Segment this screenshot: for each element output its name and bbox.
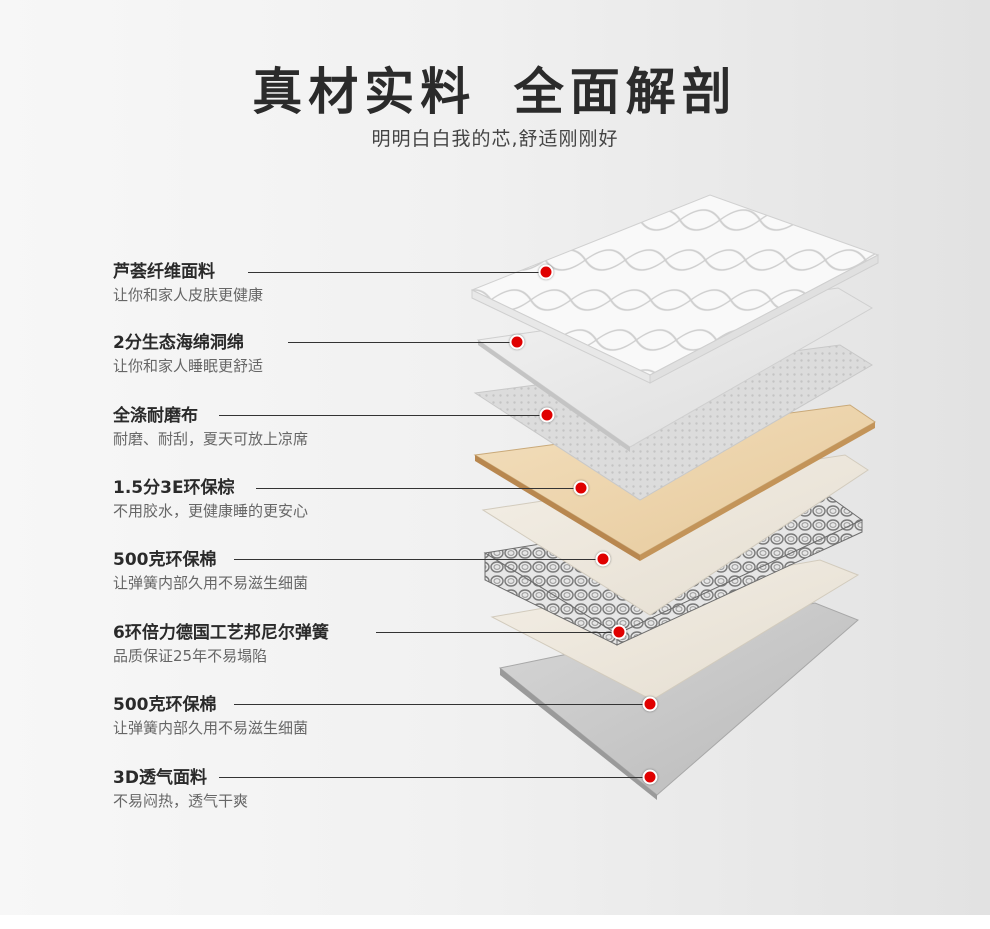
leader-line [219, 415, 547, 416]
marker-dot [611, 624, 627, 640]
leader-line [248, 272, 546, 273]
layer-desc: 让弹簧内部久用不易滋生细菌 [113, 719, 309, 737]
marker-dot [642, 769, 658, 785]
page-subtitle: 明明白白我的芯,舒适刚刚好 [371, 128, 619, 150]
layer-desc: 耐磨、耐刮，夏天可放上凉席 [113, 430, 309, 448]
layer-label-abrasion-cloth: 全涤耐磨布 耐磨、耐刮，夏天可放上凉席 [113, 405, 308, 450]
layer-label-sponge: 2分生态海绵洞绵 让你和家人睡眠更舒适 [113, 332, 263, 377]
marker-dot [539, 407, 555, 423]
layer-label-cotton-bottom: 500克环保棉 让弹簧内部久用不易滋生细菌 [113, 694, 308, 739]
marker-dot [642, 696, 658, 712]
layer-name: 3D透气面料 [113, 768, 207, 788]
layer-label-aloe-fabric: 芦荟纤维面料 让你和家人皮肤更健康 [113, 261, 263, 306]
leader-line [234, 704, 650, 705]
leader-line [256, 488, 581, 489]
layer-name: 2分生态海绵洞绵 [113, 333, 244, 353]
layer-desc: 让你和家人皮肤更健康 [113, 286, 264, 304]
layer-name: 6环倍力德国工艺邦尼尔弹簧 [113, 623, 329, 643]
layer-desc: 不用胶水，更健康睡的更安心 [113, 502, 309, 520]
leader-line [234, 559, 603, 560]
leader-line [288, 342, 517, 343]
layer-desc: 让你和家人睡眠更舒适 [113, 357, 264, 375]
layer-label-bonnell-spring: 6环倍力德国工艺邦尼尔弹簧 品质保证25年不易塌陷 [113, 622, 329, 667]
marker-dot [509, 334, 525, 350]
layer-desc: 让弹簧内部久用不易滋生细菌 [113, 574, 309, 592]
page-title: 真材实料 全面解剖 [252, 63, 738, 121]
layer-name: 芦荟纤维面料 [113, 262, 215, 282]
layer-desc: 不易闷热，透气干爽 [113, 792, 249, 810]
marker-dot [573, 480, 589, 496]
marker-dot [595, 551, 611, 567]
layer-label-coir: 1.5分3E环保棕 不用胶水，更健康睡的更安心 [113, 477, 308, 522]
bottom-strip [0, 915, 990, 929]
leader-line [219, 777, 650, 778]
leader-line [376, 632, 619, 633]
layer-name: 500克环保棉 [113, 695, 217, 715]
layer-label-3d-mesh: 3D透气面料 不易闷热，透气干爽 [113, 767, 248, 812]
layer-name: 500克环保棉 [113, 550, 217, 570]
layer-desc: 品质保证25年不易塌陷 [113, 647, 268, 665]
layer-name: 全涤耐磨布 [113, 406, 198, 426]
marker-dot [538, 264, 554, 280]
layer-name: 1.5分3E环保棕 [113, 478, 235, 498]
layer-aloe-fabric [470, 194, 880, 384]
layer-label-cotton-top: 500克环保棉 让弹簧内部久用不易滋生细菌 [113, 549, 308, 594]
